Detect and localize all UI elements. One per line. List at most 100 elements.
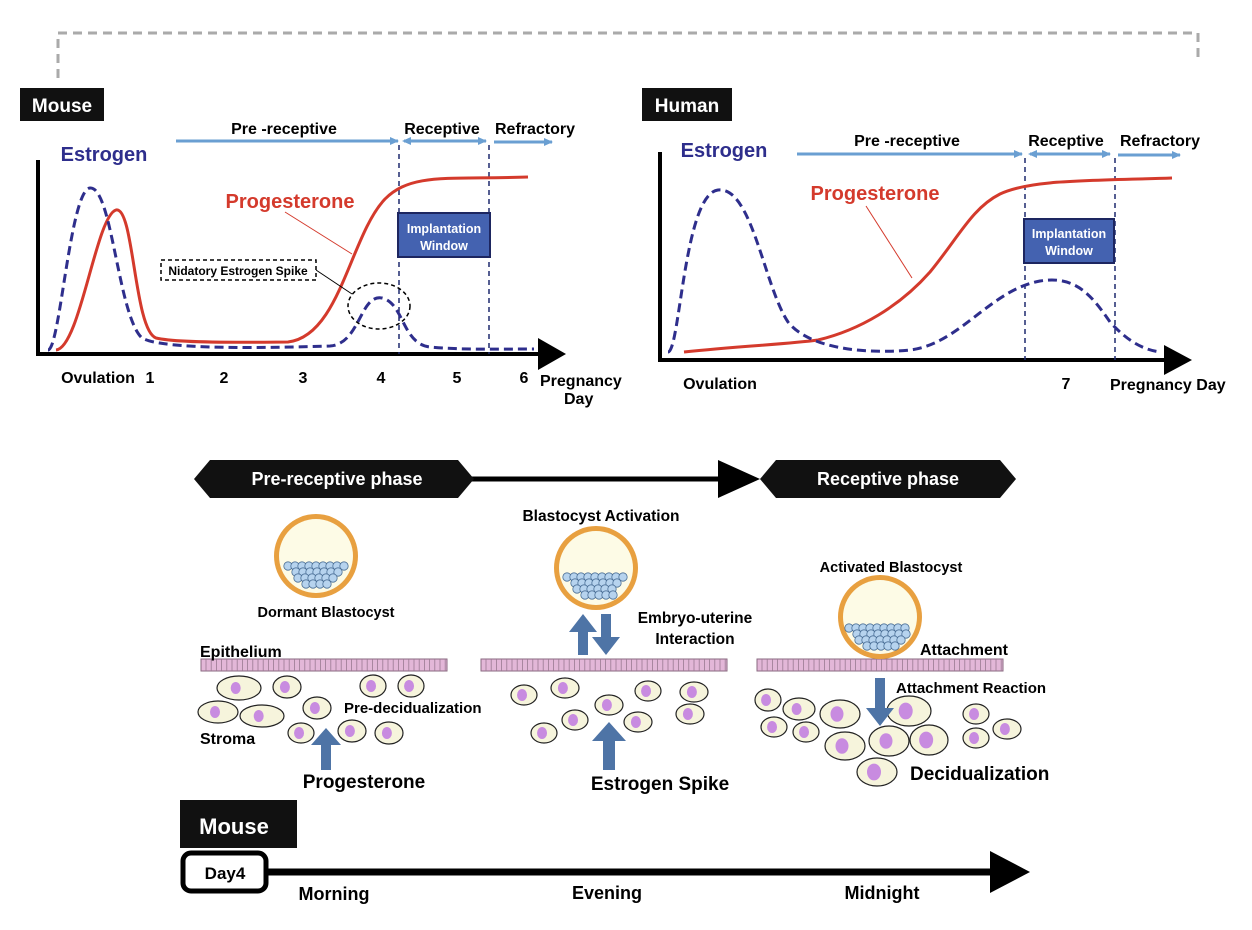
mouse-progesterone-curve [55,175,529,352]
day-timeline: Mouse Day4 Morning Evening Midnight [180,800,1030,904]
stroma-nucleus [641,685,652,697]
receptive-phase-banner [760,460,1016,498]
icm-cell [612,578,622,588]
mouse-phase-receptive: Receptive [404,121,480,138]
epithelium-cells-left [205,659,446,671]
stroma-nucleus [309,702,320,714]
human-chart: Human Pre -receptive Receptive Refractor… [642,88,1226,394]
attachment-reaction-label: Attachment Reaction [896,680,1046,697]
human-estrogen-curve [666,188,1161,354]
mouse-tag [20,88,104,121]
stroma-nucleus [279,681,290,693]
stroma-nucleus [630,716,641,728]
icm-cell [328,573,338,583]
stroma-nucleus [294,727,305,739]
stroma-nucleus [517,689,528,701]
mouse-spike-callout-box [160,259,317,281]
timeline-arrowhead [990,851,1030,893]
human-tag [642,88,732,121]
mouse-tick-3: 3 [299,370,308,387]
estrogen-spike-arrow [592,722,626,770]
mouse-spike-highlight [347,282,411,330]
dormant-blastocyst [274,514,358,598]
mouse-window-line1: Implantation [407,222,481,236]
human-phase-receptive: Receptive [1028,133,1104,150]
stroma-nucleus [969,732,980,744]
embryo-up-arrow [569,614,597,655]
human-implantation-window [1023,218,1115,264]
epithelium-left [200,658,448,672]
embryo-interaction-line1: Embryo-uterine [638,610,753,627]
stroma-nucleus [879,733,893,749]
stroma-nucleus [999,723,1010,735]
embryo-interaction-line2: Interaction [655,631,734,648]
activating-blastocyst-inner-cell-mass [562,572,628,600]
attachment-reaction-arrow [866,678,894,726]
human-tag-label: Human [655,96,719,117]
icm-cell [890,641,900,651]
prereceptive-phase-label: Pre-receptive phase [251,469,422,489]
human-progesterone-label: Progesterone [811,183,940,205]
mouse-spike-pointer [315,269,353,295]
icm-cell [618,572,628,582]
mouse-tick-1: 1 [146,370,155,387]
epithelium-right [756,658,1004,672]
activated-blastocyst [838,575,922,659]
stroma-cells [197,674,1022,787]
mouse-progesterone-label: Progesterone [226,191,355,213]
midnight-label: Midnight [845,883,920,903]
stroma-nucleus [835,738,849,754]
blastocyst-activation-label: Blastocyst Activation [522,508,679,525]
mouse-tick-ovulation: Ovulation [61,370,135,387]
stroma-nucleus [919,731,934,749]
stroma-nucleus [686,686,697,698]
stroma-nucleus [230,682,241,694]
mouse-phase-prereceptive: Pre -receptive [231,121,337,138]
stroma-nucleus [682,708,693,720]
day-box [180,850,269,894]
stroma-nucleus [830,706,844,722]
stroma-nucleus [404,680,415,692]
dormant-blastocyst-label: Dormant Blastocyst [258,605,395,621]
phase-connector-arrowhead [718,460,760,498]
epithelium-cells-middle [485,659,726,671]
epithelium-middle [480,658,728,672]
activating-blastocyst [554,526,638,610]
mouse-estrogen-curve [46,186,535,352]
stroma-nucleus [969,708,980,720]
activated-blastocyst-inner-cell-mass [844,623,911,651]
stroma-nucleus [568,714,579,726]
stroma-nucleus [601,699,612,711]
stroma-nucleus [791,703,802,715]
mouse-tick-5: 5 [453,370,462,387]
embryo-down-arrow [592,614,620,655]
mouse-label-clip [622,366,642,394]
mouse-spike-label: Nidatory Estrogen Spike [168,264,308,278]
human-tick-ovulation: Ovulation [683,376,757,393]
human-x-label: Pregnancy Day [1110,377,1226,394]
icm-cell [608,590,618,600]
icm-cell [896,635,906,645]
phase-banner: Pre-receptive phase Receptive phase [194,460,1016,498]
stroma-nucleus [210,706,220,718]
stroma-nucleus [366,680,377,692]
mouse-tick-6: 6 [520,370,529,387]
mouse-progesterone-pointer [284,211,353,255]
stroma-nucleus [867,763,881,781]
epithelium-cells-right [761,659,1002,671]
human-phase-prereceptive: Pre -receptive [854,133,960,150]
stroma-label: Stroma [200,731,255,748]
evening-label: Evening [572,883,642,903]
human-x-axis-arrowhead [1164,345,1192,375]
bottom-mouse-tag [180,800,297,848]
progesterone-arrow [311,728,341,770]
human-tick-7: 7 [1062,376,1071,393]
stroma-nucleus [381,727,392,739]
mouse-window-line2: Window [420,239,468,253]
human-progesterone-curve [683,176,1173,354]
mouse-chart: Mouse Pre -receptive Receptive Refractor… [20,88,622,408]
human-progesterone-pointer [865,205,913,279]
mouse-tick-4: 4 [377,370,386,387]
stroma-nucleus [253,710,264,722]
estrogen-spike-label: Estrogen Spike [591,774,729,795]
